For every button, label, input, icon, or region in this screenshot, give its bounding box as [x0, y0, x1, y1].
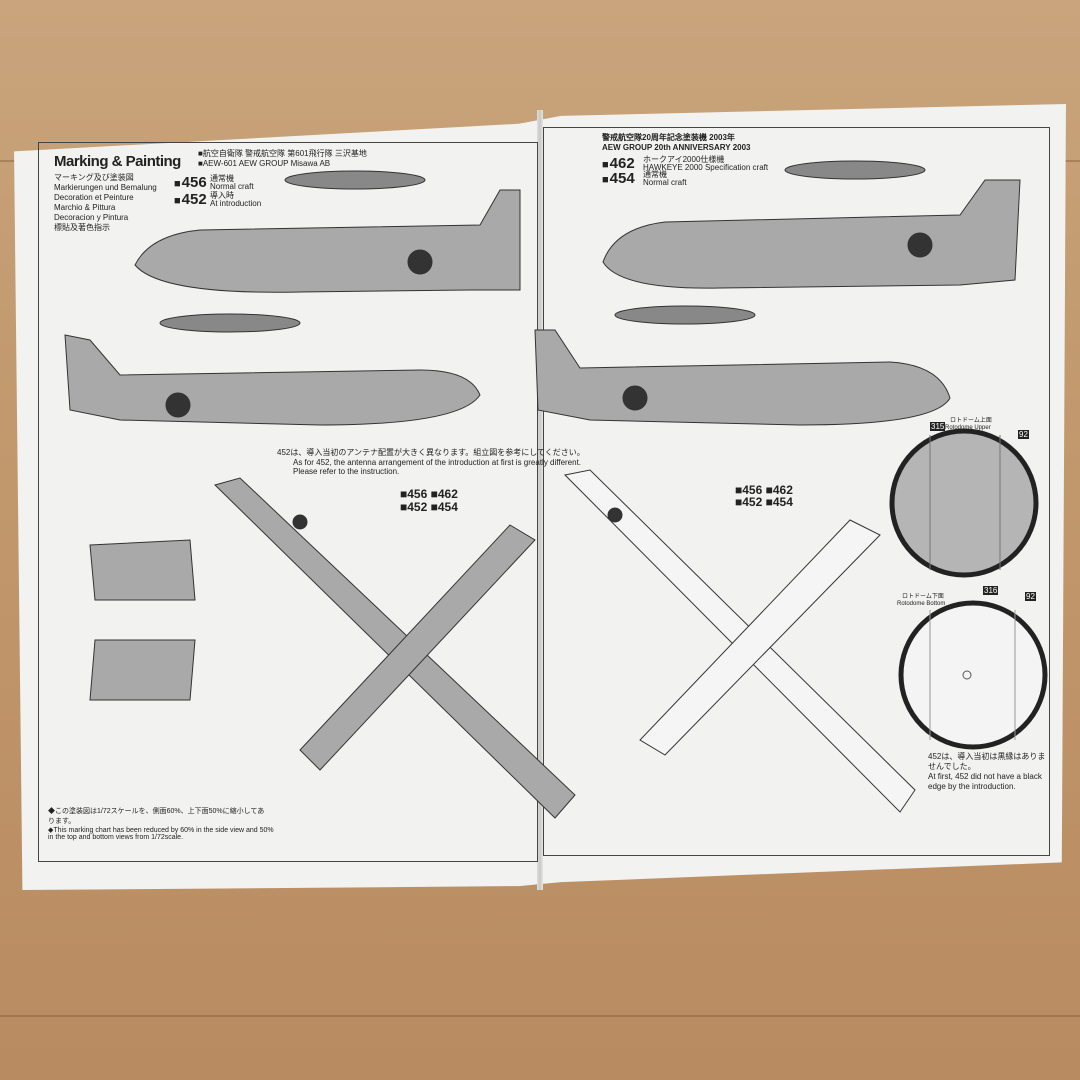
- unit-name-jp: 警戒航空隊20周年記念塗装機 2003年: [602, 133, 735, 142]
- subtitle: Markierungen und Bemalung: [54, 183, 157, 192]
- unit-name-en: ■AEW-601 AEW GROUP Misawa AB: [198, 159, 331, 168]
- rotodome-bottom-label-jp: ロトドーム下面: [902, 594, 944, 600]
- variant-jp: 導入時: [210, 191, 234, 200]
- variant-code: 452: [174, 191, 207, 208]
- antenna-note-en: As for 452, the antenna arrangement of t…: [293, 458, 582, 467]
- rotodome-upper-label-jp: ロトドーム上面: [950, 418, 992, 424]
- rotodome-bottom: [898, 600, 1048, 750]
- side-view-aircraft: [64, 313, 481, 426]
- part-number: 92: [1025, 592, 1036, 601]
- unit-name-jp: ■航空自衛隊 警戒航空隊 第601飛行隊 三沢基地: [198, 149, 367, 158]
- edge-note-jp: 452は、導入当初は黒縁はありませんでした。: [928, 752, 1046, 771]
- unit-name-en: AEW GROUP 20th ANNIVERSARY 2003: [602, 143, 751, 152]
- side-view-aircraft: [134, 170, 521, 293]
- edge-note-en: At first, 452 did not have a black edge …: [928, 772, 1042, 791]
- variant-code: 454: [602, 170, 635, 187]
- variant-jp: ホークアイ2000仕様機: [643, 155, 725, 164]
- part-number: 92: [1018, 430, 1029, 439]
- top-view-codes: ■456 ■462: [735, 483, 793, 497]
- rotodome-bottom-label-en: Rotodome Bottom: [897, 601, 946, 607]
- top-view-codes: ■452 ■454: [735, 495, 793, 509]
- floor-plank-seam: [0, 1015, 1080, 1017]
- variant-jp: 通常機: [210, 174, 234, 183]
- subtitle: マーキング及び塗装図: [54, 173, 134, 182]
- side-view-aircraft: [602, 160, 1021, 289]
- top-view-aircraft: [214, 477, 576, 819]
- top-view-codes: ■452 ■454: [400, 500, 458, 514]
- sheet-fold: [537, 110, 543, 890]
- subtitle: Marchio & Pittura: [54, 203, 116, 212]
- variant-en: HAWKEYE 2000 Specification craft: [643, 163, 769, 172]
- right-page-frame: [543, 127, 1050, 856]
- scale-note-jp: ◆この塗装図は1/72スケールを、側面60%、上下面50%に縮小してあります。: [48, 808, 265, 825]
- variant-en: At introduction: [210, 199, 262, 208]
- part-number: 315: [930, 422, 946, 431]
- bottom-view-aircraft: [563, 469, 916, 813]
- variant-code: 456: [174, 174, 207, 191]
- antenna-note-en: Please refer to the instruction.: [293, 467, 400, 476]
- rotodome-upper-label-en: Rotodome Upper: [945, 425, 991, 431]
- rotodome-upper: [889, 428, 1039, 578]
- variant-en: Normal craft: [210, 182, 254, 191]
- variant-jp: 通常機: [643, 170, 667, 179]
- subtitle: Decoration et Peinture: [54, 193, 134, 202]
- variant-en: Normal craft: [643, 178, 687, 187]
- side-view-aircraft: [534, 305, 951, 426]
- part-number: 316: [983, 586, 999, 595]
- antenna-note-jp: 452は、導入当初のアンテナ配置が大きく異なります。組立図を参考にしてください。: [277, 448, 585, 457]
- left-page-frame: [38, 142, 538, 862]
- subtitle: 標貼及著色指示: [54, 223, 110, 232]
- subtitle: Decoracion y Pintura: [54, 213, 129, 222]
- page-title: Marking & Painting: [54, 153, 181, 170]
- subtitle-list: マーキング及び塗装図 Markierungen und Bemalung Dec…: [54, 173, 157, 233]
- top-view-codes: ■456 ■462: [400, 487, 458, 501]
- scale-note-en: ◆This marking chart has been reduced by …: [48, 827, 274, 841]
- variant-code: 462: [602, 155, 635, 172]
